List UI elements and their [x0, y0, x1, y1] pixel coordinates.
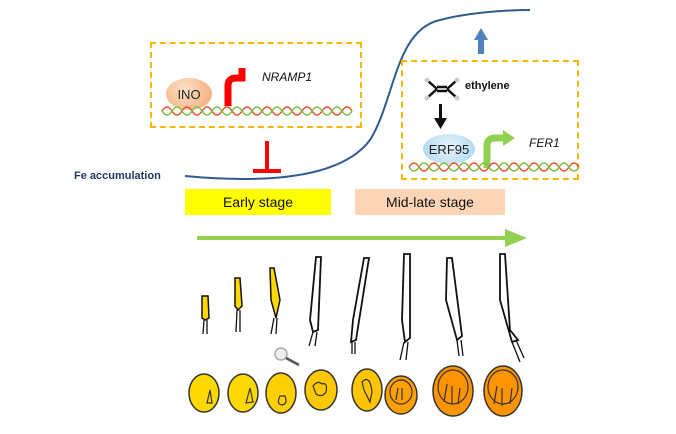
stage-mid-late-label: Mid-late stage — [386, 194, 474, 210]
dna-helix-icon — [161, 106, 353, 116]
fer1-gene-label: FER1 — [529, 136, 560, 150]
fiber-1 — [201, 295, 210, 335]
repressed-promoter-icon — [224, 68, 246, 106]
ethylene-label: ethylene — [465, 80, 510, 92]
fiber-8 — [499, 253, 525, 363]
erf95-label: ERF95 — [428, 141, 470, 157]
seed-2 — [227, 373, 259, 413]
magnifier-icon — [274, 347, 300, 367]
dna-helix-icon — [408, 162, 580, 172]
activated-promoter-icon — [483, 130, 515, 168]
fe-curve-line — [184, 9, 531, 180]
seed-4 — [304, 369, 338, 411]
fiber-2 — [234, 277, 243, 333]
seed-1 — [188, 373, 220, 413]
fiber-3 — [269, 267, 281, 335]
seed-6 — [384, 375, 418, 415]
fiber-5 — [349, 257, 371, 354]
timeline-arrow — [197, 229, 527, 247]
fiber-6 — [399, 253, 411, 361]
up-arrow-icon — [474, 28, 488, 54]
inhibition-icon — [253, 141, 281, 173]
seed-8 — [483, 365, 523, 417]
erf95-protein: ERF95 — [423, 134, 475, 164]
early-regulation-box: INO NRAMP1 — [150, 42, 362, 128]
seed-3 — [265, 372, 297, 414]
nramp1-gene-label: NRAMP1 — [262, 70, 313, 84]
stage-early: Early stage — [185, 189, 331, 215]
ino-protein: INO — [166, 78, 212, 110]
fe-accumulation-label: Fe accumulation — [74, 170, 161, 182]
ino-label: INO — [177, 86, 201, 102]
stage-early-label: Early stage — [222, 194, 294, 210]
ethylene-molecule-icon — [424, 77, 460, 101]
late-regulation-box: ethylene ERF95 FER1 — [401, 60, 580, 180]
seed-5 — [351, 368, 383, 412]
seed-7 — [432, 365, 474, 417]
stage-mid-late: Mid-late stage — [355, 189, 505, 215]
fiber-7 — [445, 257, 464, 357]
fiber-4 — [308, 256, 322, 347]
down-arrow-icon — [434, 104, 447, 129]
